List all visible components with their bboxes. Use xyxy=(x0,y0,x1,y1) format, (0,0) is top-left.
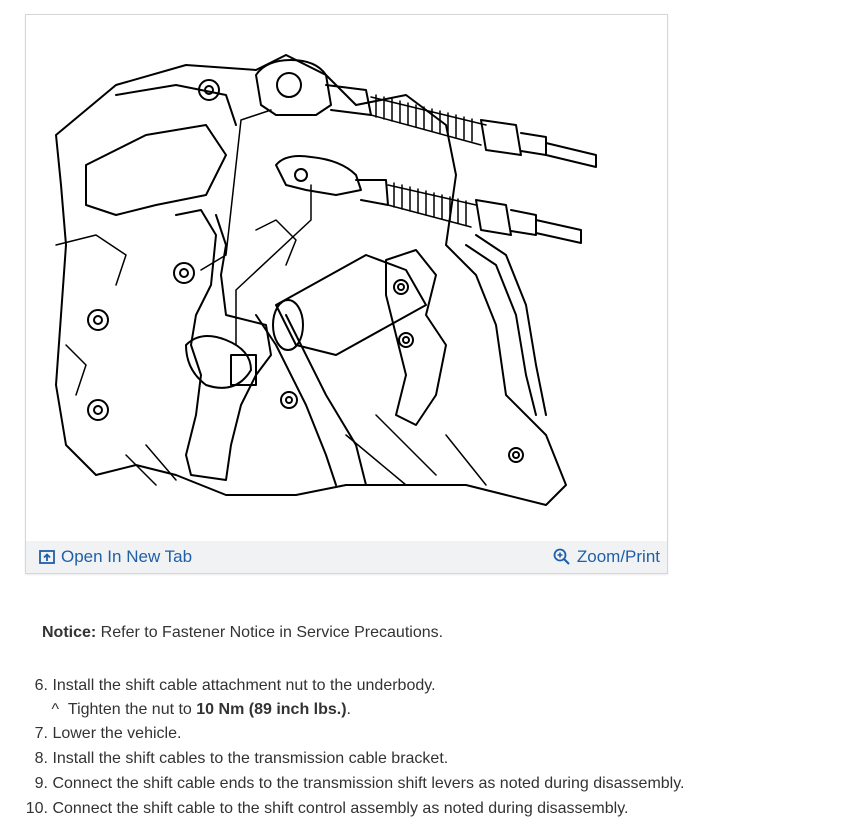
notice-label: Notice: xyxy=(42,624,97,641)
zoom-print-link[interactable]: Zoom/Print xyxy=(553,545,660,569)
step-10: 10. Connect the shift cable to the shift… xyxy=(0,797,629,821)
torque-value: 10 Nm (89 inch lbs.) xyxy=(196,701,347,718)
step-text: Install the shift cables to the transmis… xyxy=(52,750,449,767)
step-number: 10. xyxy=(25,800,48,817)
step-text: Install the shift cable attachment nut t… xyxy=(52,677,436,694)
step-number: 7. xyxy=(34,725,48,742)
step-text: Connect the shift cable ends to the tran… xyxy=(52,775,685,792)
step-text: Lower the vehicle. xyxy=(52,725,182,742)
substep-text-before: Tighten the nut to xyxy=(67,701,197,718)
figure-card: Open In New Tab Zoom/Print xyxy=(25,14,668,574)
magnifier-plus-icon xyxy=(553,548,570,565)
step-9: 9. Connect the shift cable ends to the t… xyxy=(0,772,685,796)
shift-cable-diagram xyxy=(55,54,597,506)
step-number: 8. xyxy=(34,750,48,767)
open-in-new-tab-link[interactable]: Open In New Tab xyxy=(39,545,192,569)
step-7: 7. Lower the vehicle. xyxy=(0,722,182,746)
zoom-print-label: Zoom/Print xyxy=(576,547,660,566)
substep-marker: ^ xyxy=(51,701,59,718)
step-number: 6. xyxy=(34,677,48,694)
notice-text: Refer to Fastener Notice in Service Prec… xyxy=(96,624,444,641)
step-text: Connect the shift cable to the shift con… xyxy=(52,800,629,817)
step-number: 9. xyxy=(34,775,48,792)
notice-line: Notice: Refer to Fastener Notice in Serv… xyxy=(42,624,443,642)
substep-torque: ^ Tighten the nut to 10 Nm (89 inch lbs.… xyxy=(0,698,351,722)
step-6: 6. Install the shift cable attachment nu… xyxy=(0,674,436,698)
figure-toolbar: Open In New Tab Zoom/Print xyxy=(26,541,667,573)
step-8: 8. Install the shift cables to the trans… xyxy=(0,747,449,771)
substep-text-after: . xyxy=(346,701,351,718)
open-in-new-tab-label: Open In New Tab xyxy=(61,547,193,566)
open-new-tab-icon xyxy=(39,550,55,564)
